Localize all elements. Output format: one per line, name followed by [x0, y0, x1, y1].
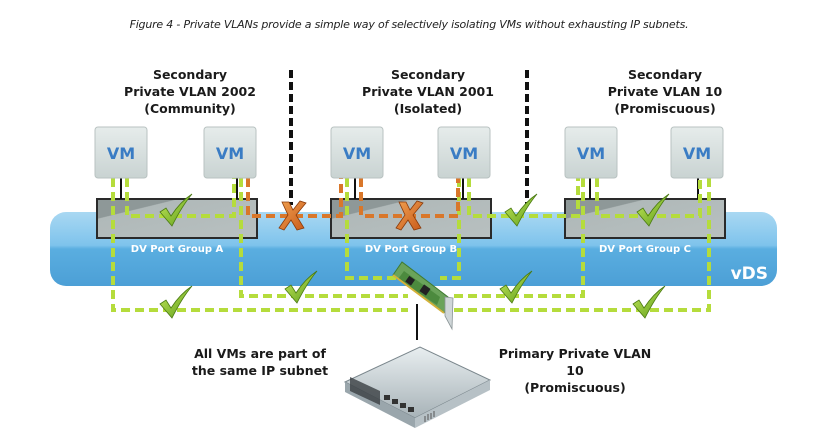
check-mark-icon — [159, 193, 193, 227]
port-group-box — [96, 198, 258, 239]
allowed-path — [111, 178, 408, 312]
physical-switch-icon — [343, 346, 492, 428]
subnet-note-line: the same IP subnet — [191, 363, 329, 378]
network-card-icon — [392, 261, 454, 340]
check-mark-icon — [284, 270, 318, 304]
vm-label: VM — [107, 144, 135, 163]
vm-box[interactable]: VM — [203, 126, 257, 179]
check-mark-icon — [632, 285, 666, 319]
vlan-label-line: Private VLAN 10 — [607, 84, 723, 99]
port-group-label: DV Port Group C — [599, 244, 691, 255]
check-mark-icon — [504, 193, 538, 227]
vm-box[interactable]: VM — [94, 126, 148, 179]
subnet-note: All VMs are part of the same IP subnet — [185, 345, 335, 379]
check-mark-icon — [499, 270, 533, 304]
vlan-label-community: Secondary Private VLAN 2002 (Community) — [100, 66, 280, 117]
primary-vlan-line: Primary Private VLAN 10 — [498, 346, 652, 378]
vlan-label-line: Private VLAN 2002 — [124, 84, 256, 99]
vm-box[interactable]: VM — [564, 126, 618, 179]
allowed-paths — [111, 178, 711, 312]
allowed-path — [450, 178, 711, 312]
vm-uplinks — [120, 178, 699, 199]
vlan-label-line: Private VLAN 2001 — [362, 84, 494, 99]
vlan-boundaries — [289, 70, 529, 205]
vm-label: VM — [577, 144, 605, 163]
x-marks — [278, 200, 424, 231]
allowed-path — [345, 178, 405, 280]
vm-label: VM — [343, 144, 371, 163]
check-mark-icon — [159, 285, 193, 319]
port-group-a: DV Port Group A — [96, 198, 258, 255]
figure-caption: Figure 4 - Private VLANs provide a simpl… — [129, 18, 689, 31]
vlan-label-line: (Community) — [144, 101, 236, 116]
allowed-path — [440, 178, 461, 280]
x-mark-icon — [395, 200, 424, 231]
port-group-label: DV Port Group B — [365, 244, 457, 255]
allowed-path — [239, 178, 408, 298]
vm-box[interactable]: VM — [437, 126, 491, 179]
primary-vlan-line: (Promiscuous) — [524, 380, 626, 395]
vm-boxes: VM VM VM VM VM VM — [94, 126, 724, 179]
primary-vlan-label: Primary Private VLAN 10 (Promiscuous) — [490, 345, 660, 396]
vds-label: vDS — [731, 264, 768, 284]
check-marks — [159, 193, 670, 319]
vlan-label-isolated: Secondary Private VLAN 2001 (Isolated) — [338, 66, 518, 117]
port-group-label: DV Port Group A — [131, 244, 224, 255]
x-mark-icon — [278, 200, 307, 231]
vm-box[interactable]: VM — [670, 126, 724, 179]
vlan-label-line: Secondary — [152, 67, 228, 82]
vlan-label-line: (Isolated) — [393, 101, 463, 116]
subnet-note-line: All VMs are part of — [194, 346, 326, 361]
vlan-label-promiscuous: Secondary Private VLAN 10 (Promiscuous) — [575, 66, 755, 117]
check-mark-icon — [636, 193, 670, 227]
allowed-path — [125, 178, 236, 218]
vm-box[interactable]: VM — [330, 126, 384, 179]
vm-label: VM — [450, 144, 478, 163]
allowed-path — [467, 178, 580, 218]
vlan-label-line: Secondary — [390, 67, 466, 82]
vlan-label-line: Secondary — [627, 67, 703, 82]
vlan-label-line: (Promiscuous) — [614, 101, 716, 116]
allowed-path — [450, 178, 585, 298]
vm-label: VM — [683, 144, 711, 163]
vm-label: VM — [216, 144, 244, 163]
